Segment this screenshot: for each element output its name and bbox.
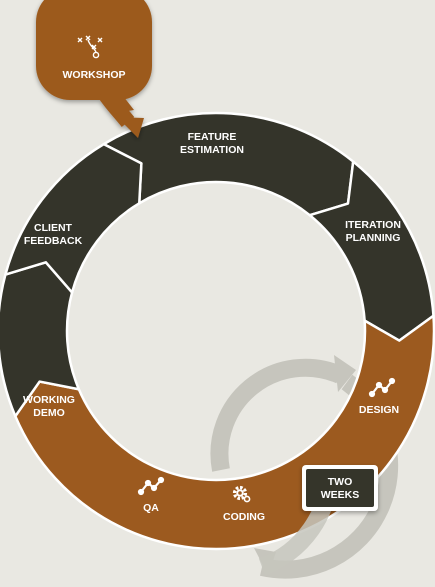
two-weeks-line1: TWO: [328, 476, 353, 488]
workshop-label: WORKSHOP: [63, 69, 126, 81]
qa-label: QA: [143, 502, 159, 514]
segment-client-feedback: [4, 142, 143, 294]
client-feedback-label-line1: CLIENT: [34, 222, 73, 234]
two-weeks-line2: WEEKS: [321, 489, 360, 501]
design-label: DESIGN: [359, 404, 399, 416]
qa-trend-icon: [137, 476, 165, 496]
design-trend-icon: [368, 377, 396, 398]
coding-gear-icon: [232, 485, 251, 503]
two-weeks-badge: [302, 465, 378, 511]
feature-estimation-label-line1: FEATURE: [188, 131, 237, 143]
iteration-planning-label-line2: PLANNING: [346, 232, 401, 244]
client-feedback-label-line2: FEEDBACK: [24, 235, 83, 247]
working-demo-label-line1: WORKING: [23, 394, 75, 406]
play-diagram-icon: [77, 35, 103, 59]
feature-estimation-label-line2: ESTIMATION: [180, 144, 244, 156]
working-demo-label-line2: DEMO: [33, 407, 65, 419]
coding-label: CODING: [223, 511, 265, 523]
iteration-planning-label-line1: ITERATION: [345, 219, 401, 231]
